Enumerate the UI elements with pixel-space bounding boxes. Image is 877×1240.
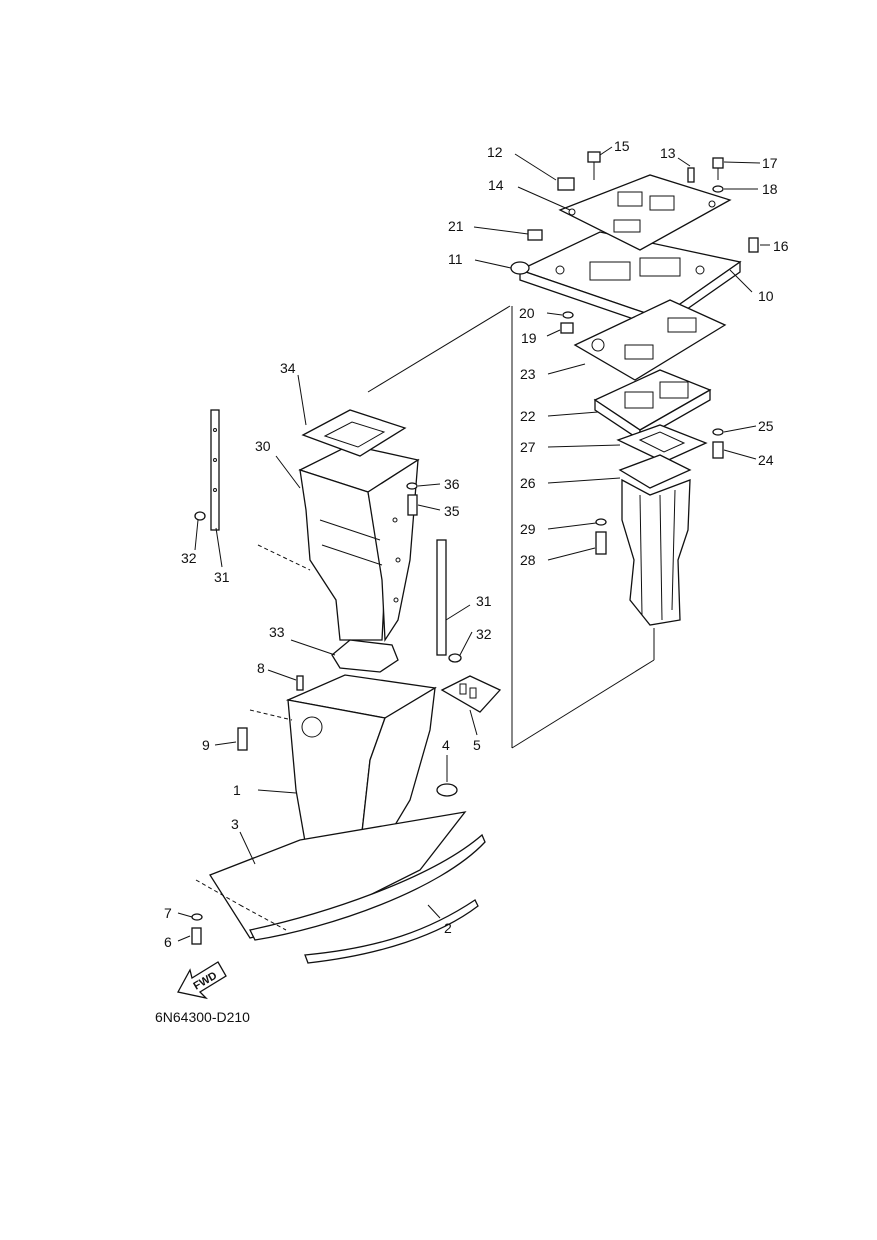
bolt-part-28 xyxy=(595,531,607,555)
callout-36: 36 xyxy=(444,476,460,492)
callout-2: 2 xyxy=(444,920,452,936)
drawing-code: 6N64300-D210 xyxy=(155,1009,250,1025)
callout-29: 29 xyxy=(520,521,536,537)
washer-part-29 xyxy=(595,518,607,526)
callout-leaders xyxy=(177,146,770,942)
callout-21: 21 xyxy=(448,218,464,234)
sensor-part-12 xyxy=(557,177,575,191)
callout-24: 24 xyxy=(758,452,774,468)
callout-17: 17 xyxy=(762,155,778,171)
callout-26: 26 xyxy=(520,475,536,491)
callout-1: 1 xyxy=(233,782,241,798)
callout-23: 23 xyxy=(520,366,536,382)
callout-31a: 31 xyxy=(214,569,230,585)
pin-part-8 xyxy=(296,675,304,691)
washer-part-18 xyxy=(712,185,724,193)
callout-31b: 31 xyxy=(476,593,492,609)
callout-19: 19 xyxy=(521,330,537,346)
callout-16: 16 xyxy=(773,238,789,254)
upper-casing-part-30 xyxy=(298,444,420,643)
bolt-part-16 xyxy=(748,237,759,253)
callout-11: 11 xyxy=(448,251,463,267)
callout-3: 3 xyxy=(231,816,239,832)
drive-shaft-housing-part-1 xyxy=(285,674,437,906)
fitting-part-21 xyxy=(527,229,543,241)
pin-part-13 xyxy=(687,167,695,183)
callout-12: 12 xyxy=(487,144,503,160)
rubber-seal-part-5 xyxy=(440,675,502,713)
callout-28: 28 xyxy=(520,552,536,568)
bolt-part-24 xyxy=(712,441,724,459)
callout-4: 4 xyxy=(442,737,450,753)
callout-9: 9 xyxy=(202,737,210,753)
anti-ventilation-plate-part-3 xyxy=(209,811,467,939)
callout-25: 25 xyxy=(758,418,774,434)
callout-35: 35 xyxy=(444,503,460,519)
callout-14: 14 xyxy=(488,177,504,193)
callout-33: 33 xyxy=(269,624,285,640)
callout-15: 15 xyxy=(614,138,630,154)
bolt-part-9 xyxy=(237,727,248,751)
washer-part-32b xyxy=(448,653,462,663)
washer-part-32a xyxy=(194,511,206,521)
callout-8: 8 xyxy=(257,660,265,676)
callout-32a: 32 xyxy=(181,550,197,566)
exhaust-guide-part-26 xyxy=(618,454,692,626)
gasket-part-34 xyxy=(301,409,407,457)
rubber-strip-part-31b xyxy=(436,539,447,656)
washer-part-36 xyxy=(406,482,418,490)
forward-arrow-icon: FWD xyxy=(177,961,227,1000)
callout-13: 13 xyxy=(660,145,676,161)
callout-22: 22 xyxy=(520,408,536,424)
grommet-part-11 xyxy=(510,261,530,275)
callout-7: 7 xyxy=(164,905,172,921)
bolt-part-6 xyxy=(191,927,202,945)
callout-20: 20 xyxy=(519,305,535,321)
callout-10: 10 xyxy=(758,288,774,304)
washer-part-25 xyxy=(712,428,724,436)
bolt-head-part-15 xyxy=(587,151,601,163)
gasket-part-27 xyxy=(616,424,708,463)
rubber-strip-part-31a xyxy=(210,409,220,531)
seal-strip-part-2 xyxy=(249,833,486,964)
seal-part-33 xyxy=(331,639,399,673)
gasket-part-14 xyxy=(558,174,732,251)
washer-part-7 xyxy=(191,913,203,921)
callout-32b: 32 xyxy=(476,626,492,642)
callout-34: 34 xyxy=(280,360,296,376)
washer-part-20 xyxy=(562,311,574,319)
assembly-guide-lines xyxy=(195,305,655,931)
gasket-part-23 xyxy=(573,299,727,381)
callout-5: 5 xyxy=(473,737,481,753)
small-hardware xyxy=(191,151,759,945)
callout-6: 6 xyxy=(164,934,172,950)
bolt-part-35 xyxy=(407,494,418,516)
callout-27: 27 xyxy=(520,439,536,455)
grommet-part-4 xyxy=(436,783,458,797)
callout-labels: 1 2 3 4 5 6 7 8 9 10 11 12 13 14 15 16 1… xyxy=(164,138,789,950)
callout-18: 18 xyxy=(762,181,778,197)
nut-part-19 xyxy=(560,322,574,334)
callout-30: 30 xyxy=(255,438,271,454)
bolt-head-part-17 xyxy=(712,157,724,169)
